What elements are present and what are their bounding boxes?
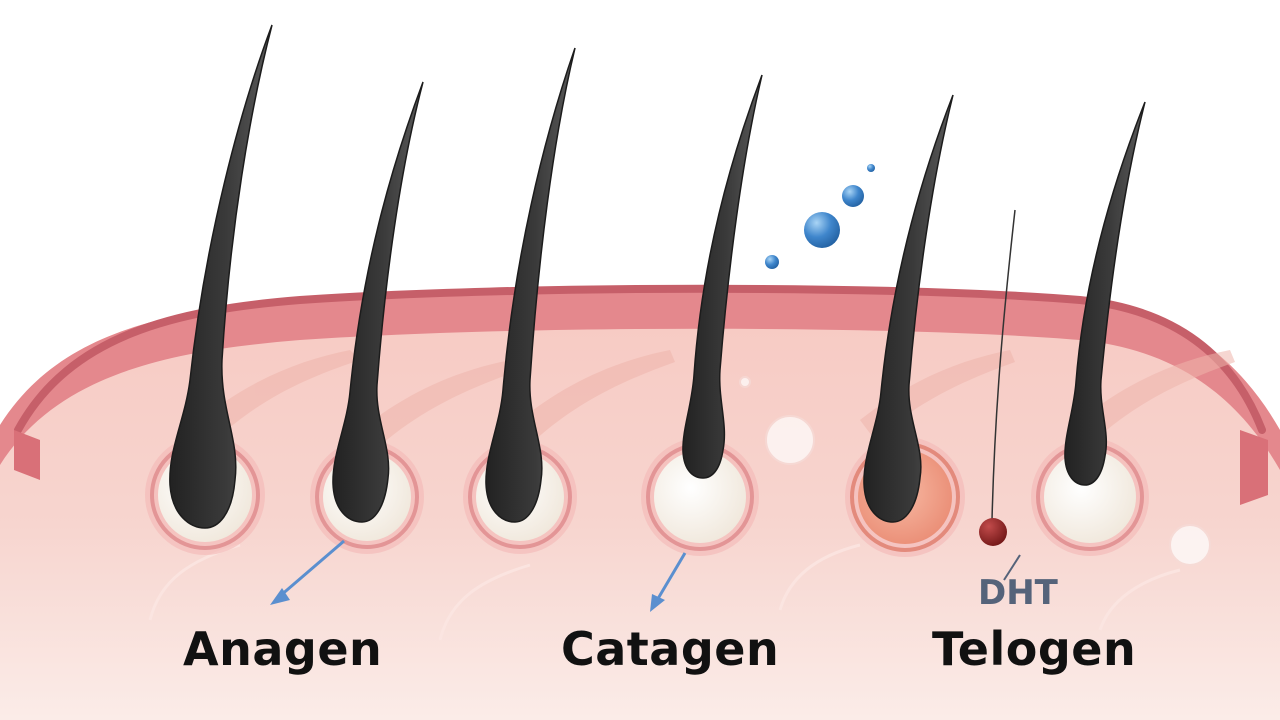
dht-label: DHT <box>978 573 1058 613</box>
skin-dermis <box>0 288 1280 720</box>
catagen-label: Catagen <box>561 622 780 676</box>
anagen-label: Anagen <box>183 622 383 676</box>
follicle-6 <box>1031 438 1149 556</box>
skin-surface <box>14 284 1266 434</box>
telogen-label: Telogen <box>932 622 1137 676</box>
hair-strand-6-icon <box>1064 101 1146 486</box>
dht-pointer-line <box>1003 554 1021 581</box>
skin-edge-right <box>1240 430 1268 505</box>
skin-epidermis <box>0 288 1280 470</box>
water-droplet-icon <box>867 164 875 172</box>
water-droplet-icon <box>842 185 864 207</box>
skin-edge-left <box>14 430 40 480</box>
water-droplets <box>765 164 875 269</box>
hair-strand-2-icon <box>332 81 424 523</box>
follicle-shadows <box>200 350 1235 450</box>
dht-molecule-icon <box>979 518 1007 546</box>
hair-strand-1-icon <box>169 24 273 529</box>
hair-strand-3-icon <box>485 47 576 523</box>
hair-strand-5-icon <box>863 94 954 523</box>
water-droplet-icon <box>765 255 779 269</box>
follicle-4 <box>641 438 759 556</box>
hair-strand-4-icon <box>682 74 763 479</box>
bubbles <box>739 376 1211 566</box>
water-droplet-icon <box>804 212 840 248</box>
arrow-icon <box>270 539 345 605</box>
thin-hair-strand-icon <box>991 209 1016 521</box>
arrow-icon <box>650 552 687 612</box>
